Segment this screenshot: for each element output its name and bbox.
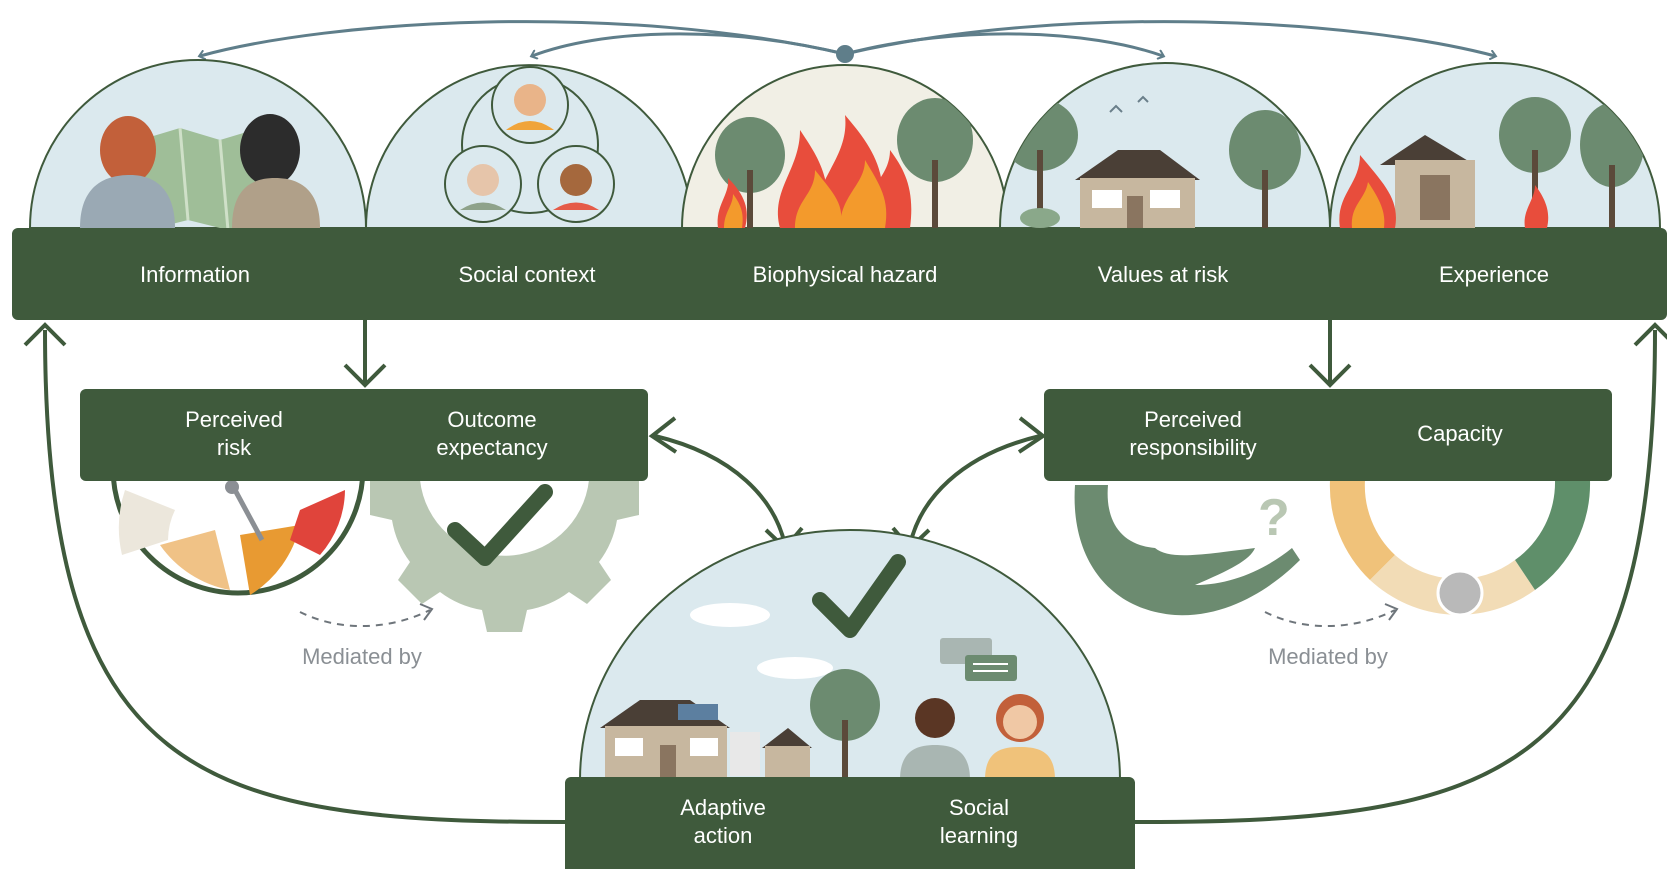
people-network-icon (444, 66, 615, 223)
mediated-right-arrowhead (1384, 603, 1399, 621)
social-learning-label: Social learning (939, 795, 1019, 848)
biophysical-hazard-label: Biophysical hazard (752, 262, 938, 287)
values-at-risk-label: Values at risk (1097, 262, 1229, 287)
capacity-label: Capacity (1417, 421, 1503, 446)
double-arrows (648, 416, 1047, 551)
social-context-label: Social context (458, 262, 596, 287)
hand-question-icon: ? (1074, 485, 1300, 616)
checkmark-icon (812, 554, 906, 638)
perceived-risk-label: Perceived risk (185, 407, 283, 460)
map-icon (80, 114, 320, 228)
wildfire-icon (715, 98, 973, 228)
top-arrows (200, 20, 1495, 63)
capacity-ring-icon (1329, 480, 1591, 617)
mediated-right-arrow (1264, 609, 1396, 627)
speech-bubble-icon (940, 638, 1017, 681)
adaptive-action-dome (578, 529, 1122, 781)
mediated-left-arrow (299, 609, 431, 627)
mediated-by-left: Mediated by (302, 644, 422, 669)
mediated-by-right: Mediated by (1268, 644, 1388, 669)
gear-check-icon (370, 480, 639, 632)
down-arrows (343, 320, 1352, 388)
risk-gauge-icon (110, 467, 366, 596)
experience-dome (1328, 62, 1662, 229)
information-label: Information (139, 262, 251, 287)
perceived-responsibility-label: Perceived responsibility (1129, 407, 1257, 460)
experience-label: Experience (1438, 262, 1550, 287)
information-dome (28, 59, 368, 229)
factor-bar (12, 228, 1667, 320)
biophysical-hazard-dome (680, 64, 1010, 229)
values-at-risk-dome (998, 62, 1332, 229)
mediated-left-arrowhead (419, 603, 434, 621)
adaptive-action-label: Adaptive action (680, 795, 766, 848)
social-context-dome (364, 64, 694, 229)
outcome-expectancy-label: Outcome expectancy (436, 407, 548, 460)
responsibility-capacity-box (1044, 389, 1612, 481)
risk-outcome-box (80, 389, 648, 481)
svg-text:?: ? (1258, 489, 1290, 547)
action-learning-box (565, 777, 1135, 869)
feedback-arrows (23, 322, 1667, 824)
